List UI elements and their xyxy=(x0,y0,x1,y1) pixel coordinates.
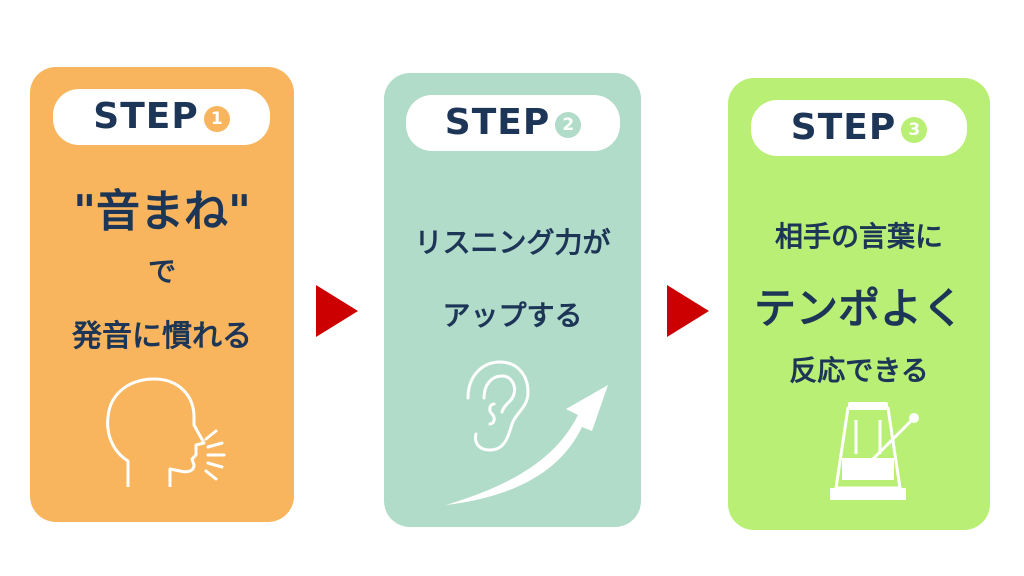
step-3-label: STEP xyxy=(790,107,897,148)
connector-arrow-2 xyxy=(667,285,709,337)
step-3-number: 3 xyxy=(901,117,928,143)
step-3-card: STEP 3 相手の言葉に テンポよく 反応できる xyxy=(728,78,990,530)
step-2-card: STEP 2 リスニング力が アップする xyxy=(384,73,641,527)
step-3-badge: STEP 3 xyxy=(751,100,967,156)
step-2-number: 2 xyxy=(555,112,582,138)
step-1-card: STEP 1 "音まね" で 発音に慣れる xyxy=(30,67,294,522)
connector-arrow-1 xyxy=(316,285,358,337)
step-3-line-3: 反応できる xyxy=(789,354,929,387)
step-2-badge: STEP 2 xyxy=(406,95,620,151)
metronome-icon xyxy=(830,402,919,500)
step-1-line-3: 発音に慣れる xyxy=(72,319,252,354)
rising-arrow-icon xyxy=(446,385,608,505)
step-3-line-1: 相手の言葉に xyxy=(774,220,943,253)
step-1-line-2: で xyxy=(147,255,176,288)
ear-icon xyxy=(466,360,530,452)
step-1-badge: STEP 1 xyxy=(53,89,270,145)
speaking-head-icon xyxy=(106,377,226,487)
step-1-number: 1 xyxy=(203,106,230,132)
step-1-line-1: "音まね" xyxy=(73,186,251,237)
step-3-line-2: テンポよく xyxy=(753,284,964,333)
step-2-line-1: リスニング力が xyxy=(414,226,611,259)
step-2-label: STEP xyxy=(444,102,551,143)
step-1-label: STEP xyxy=(93,96,199,137)
step-2-line-2: アップする xyxy=(442,299,583,332)
